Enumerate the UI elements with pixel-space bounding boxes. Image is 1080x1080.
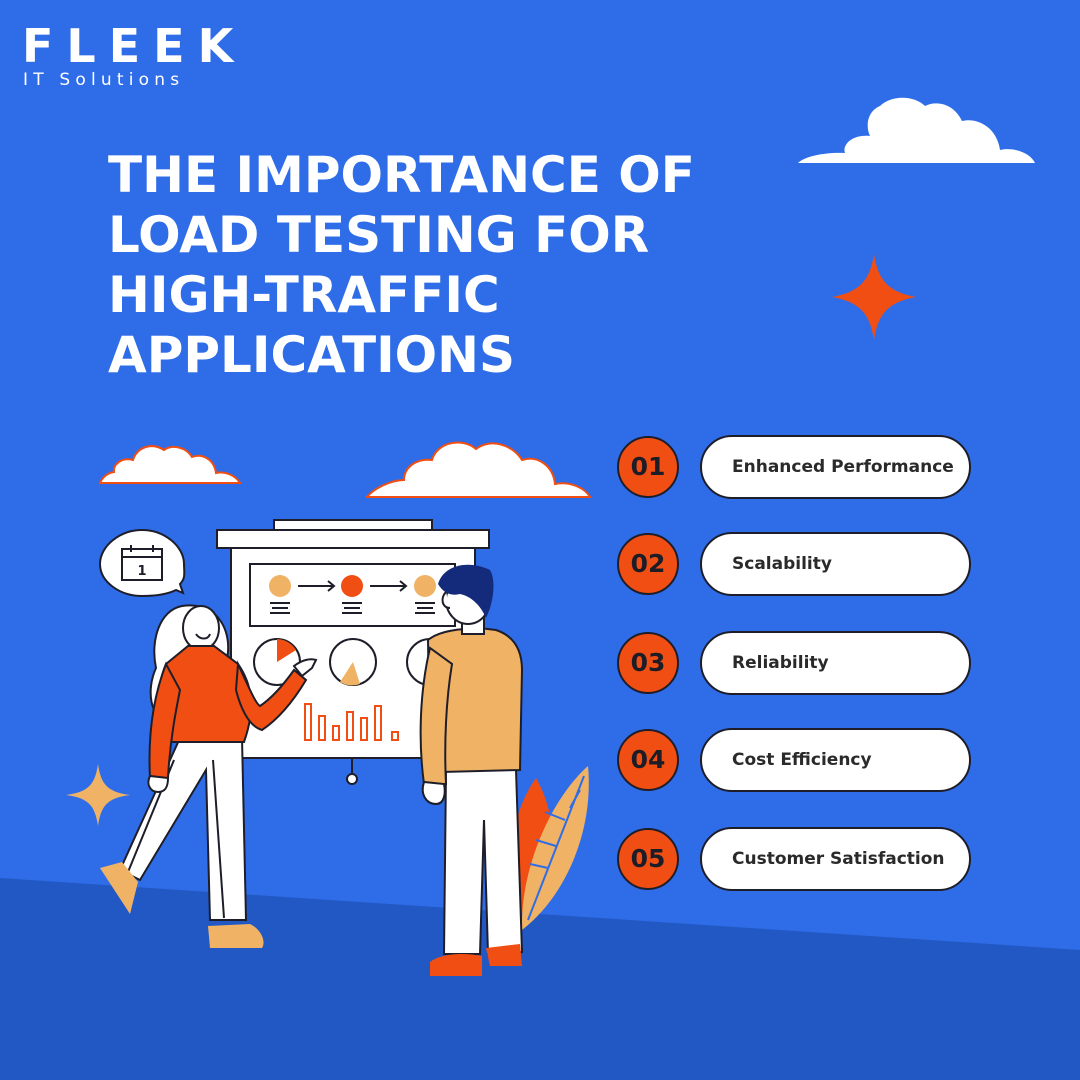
benefit-label-customer-satisfaction: Customer Satisfaction	[700, 827, 971, 891]
page-title: THE IMPORTANCE OF LOAD TESTING FOR HIGH-…	[108, 145, 748, 385]
cloud-icon	[798, 97, 1035, 163]
calendar-icon: 1	[121, 545, 163, 581]
brand-name: FLEEK	[22, 19, 247, 73]
cloud-icon	[98, 445, 242, 484]
presenter-woman	[100, 604, 318, 948]
sparkle-icon	[66, 764, 130, 826]
calendar-day: 1	[137, 564, 146, 579]
benefit-number: 05	[617, 828, 679, 890]
cloud-icon	[364, 441, 592, 498]
title-line: APPLICATIONS	[108, 326, 516, 384]
title-line: THE IMPORTANCE OF	[108, 146, 695, 204]
benefit-number: 03	[617, 632, 679, 694]
title-line: HIGH-TRAFFIC	[108, 266, 500, 324]
brand-tagline: IT Solutions	[23, 70, 185, 90]
benefit-label-cost-efficiency: Cost Efficiency	[700, 728, 971, 792]
presentation-board	[216, 519, 490, 785]
benefit-label-scalability: Scalability	[700, 532, 971, 596]
benefit-number: 01	[617, 436, 679, 498]
benefit-label-reliability: Reliability	[700, 631, 971, 695]
sparkle-icon	[832, 254, 916, 340]
benefit-label-enhanced-performance: Enhanced Performance	[700, 435, 971, 499]
calendar-speech-bubble: 1	[98, 528, 186, 598]
brand-logo: FLEEK IT Solutions	[22, 22, 246, 90]
benefit-number: 04	[617, 729, 679, 791]
presenter-man	[419, 564, 524, 976]
leaf-icon	[512, 766, 589, 930]
title-line: LOAD TESTING FOR	[108, 206, 650, 264]
benefit-number: 02	[617, 533, 679, 595]
